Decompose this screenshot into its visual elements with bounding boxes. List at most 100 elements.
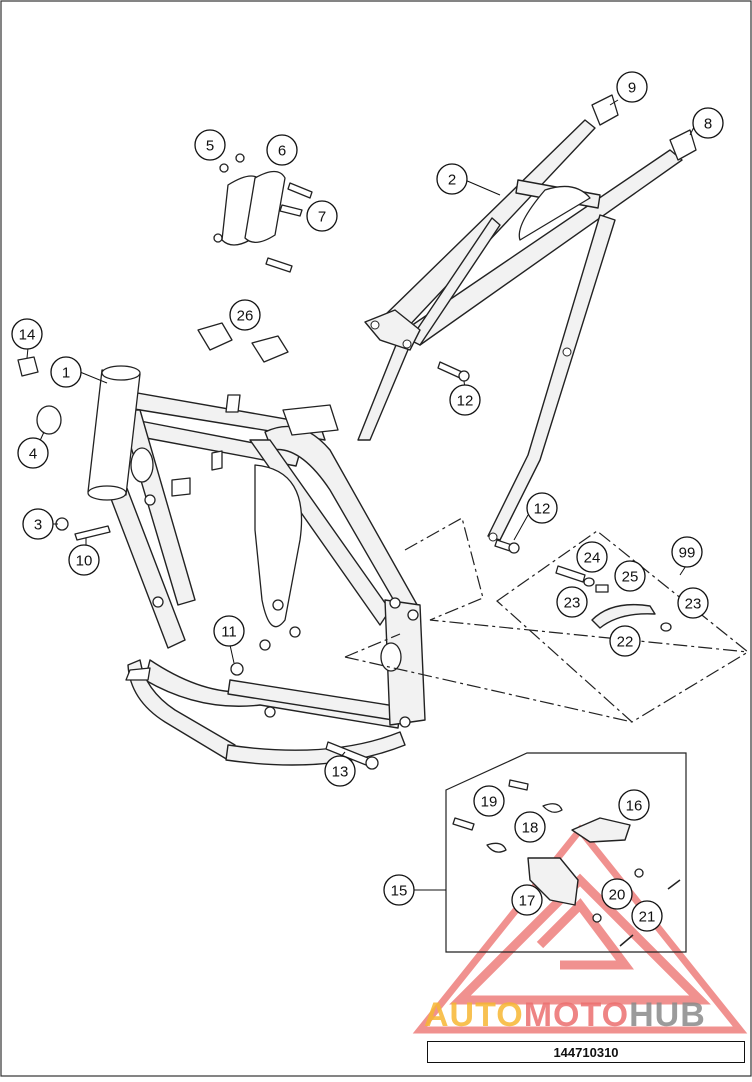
watermark-triangle: [412, 824, 748, 1034]
callout-number: 4: [29, 446, 37, 463]
callout-number: 15: [391, 883, 408, 900]
callout-circle: [17, 437, 49, 469]
callout-12: 12: [526, 492, 558, 524]
watermark-auto: AUTO: [424, 996, 524, 1034]
callout-21: 21: [631, 900, 663, 932]
callout-circle: [324, 755, 356, 787]
callout-number: 14: [19, 327, 36, 344]
callout-circle: [68, 544, 100, 576]
callout-8: 8: [692, 107, 724, 139]
callout-number: 26: [237, 308, 254, 325]
callout-circle: [631, 900, 663, 932]
watermark-hub: HUB: [629, 996, 706, 1034]
callout-circle: [616, 71, 648, 103]
callout-number: 22: [617, 634, 634, 651]
callout-number: 19: [481, 794, 498, 811]
callout-circle: [601, 878, 633, 910]
callout-number: 23: [564, 595, 581, 612]
callout-16: 16: [618, 789, 650, 821]
callout-number: 13: [332, 764, 349, 781]
callout-number: 9: [628, 80, 636, 97]
callout-circle: [556, 586, 588, 618]
callout-circle: [11, 318, 43, 350]
callout-15: 15: [383, 874, 415, 906]
callout-number: 12: [457, 393, 474, 410]
end-cap-8: [669, 129, 697, 161]
callout-number: 1: [62, 365, 70, 382]
callout-circle: [511, 884, 543, 916]
callout-number: 5: [206, 138, 214, 155]
reference-number-box: 144710310: [427, 1041, 745, 1063]
callout-14: 14: [11, 318, 43, 350]
head-tube: [87, 369, 141, 496]
callout-number: 20: [609, 887, 626, 904]
callout-circle: [692, 107, 724, 139]
callout-number: 11: [221, 624, 237, 641]
callout-22: 22: [609, 625, 641, 657]
footrest-panel: [445, 752, 687, 953]
callout-4: 4: [17, 437, 49, 469]
callout-24: 24: [576, 541, 608, 573]
callout-circle: [526, 492, 558, 524]
callout-3: 3: [22, 508, 54, 540]
callout-circle: [614, 560, 646, 592]
callout-18: 18: [514, 811, 546, 843]
watermark-text: AUTOMOTOHUB: [424, 996, 706, 1034]
callout-circle: [449, 384, 481, 416]
engine-brackets: [213, 153, 313, 273]
callout-23: 23: [677, 587, 709, 619]
callout-number: 6: [278, 143, 286, 160]
watermark-logo: [412, 824, 748, 1034]
callout-25: 25: [614, 560, 646, 592]
callout-number: 25: [622, 569, 639, 586]
callout-12: 12: [449, 384, 481, 416]
callout-number: 10: [76, 553, 93, 570]
callout-circle: [194, 129, 226, 161]
callout-number: 24: [584, 550, 601, 567]
callout-19: 19: [473, 785, 505, 817]
callout-circle: [671, 536, 703, 568]
callout-circle: [576, 541, 608, 573]
callout-20: 20: [601, 878, 633, 910]
callout-number: 21: [639, 909, 656, 926]
callout-circle: [306, 200, 338, 232]
callout-number: 12: [534, 501, 551, 518]
callout-26: 26: [229, 299, 261, 331]
callout-circle: [50, 356, 82, 388]
svg-text:AUTOMOTOHUB: AUTOMOTOHUB: [424, 996, 706, 1034]
main-frame: [17, 356, 426, 770]
callout-99: 99: [671, 536, 703, 568]
callout-number: 3: [34, 517, 42, 534]
callout-number: 99: [679, 545, 696, 562]
callout-2: 2: [436, 163, 468, 195]
callout-number: 23: [685, 596, 702, 613]
callout-circle: [436, 163, 468, 195]
callout-circle: [609, 625, 641, 657]
pads: [197, 322, 289, 363]
watermark-moto: MOTO: [524, 996, 629, 1034]
callout-11: 11: [213, 615, 245, 647]
callout-circle: [22, 508, 54, 540]
callout-number: 17: [519, 893, 536, 910]
callout-23: 23: [556, 586, 588, 618]
callout-7: 7: [306, 200, 338, 232]
callout-number: 7: [318, 209, 326, 226]
callout-number: 2: [448, 172, 456, 189]
callout-9: 9: [616, 71, 648, 103]
callout-circle: [677, 587, 709, 619]
callout-1: 1: [50, 356, 82, 388]
end-cap-9: [591, 94, 619, 126]
subframe: [357, 94, 697, 554]
callout-circle: [473, 785, 505, 817]
callout-circle: [383, 874, 415, 906]
callout-circle: [514, 811, 546, 843]
callout-circle: [213, 615, 245, 647]
kit-99-box: [344, 517, 750, 723]
callout-number: 8: [704, 116, 712, 133]
callout-5: 5: [194, 129, 226, 161]
callout-10: 10: [68, 544, 100, 576]
